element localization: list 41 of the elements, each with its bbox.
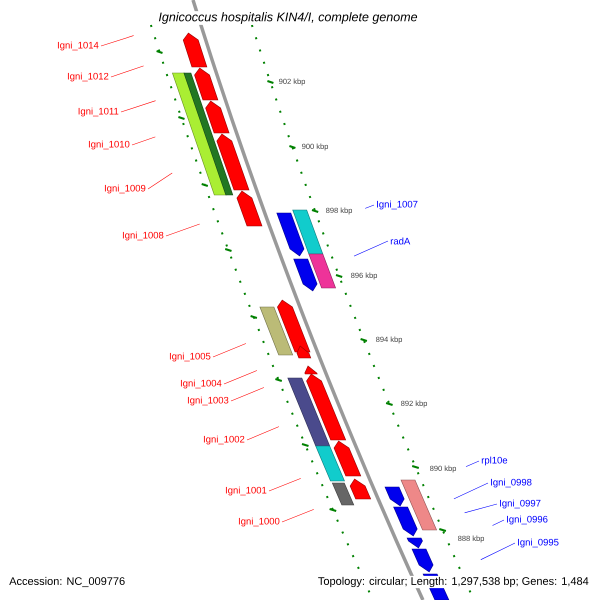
gene-label: Igni_0995 xyxy=(518,538,559,548)
leader-line xyxy=(120,100,156,112)
leader-line xyxy=(246,426,280,440)
leader-line xyxy=(110,66,144,78)
gene-label: Igni_1001 xyxy=(226,486,266,496)
leader-line xyxy=(230,387,264,402)
leader-line xyxy=(224,370,258,384)
gene-label: Igni_1012 xyxy=(68,72,108,82)
leader-line xyxy=(454,482,488,500)
gene-label: rpl10e xyxy=(482,456,508,466)
leader-line xyxy=(268,478,302,492)
leader-line xyxy=(464,504,498,514)
gene-label: Igni_1004 xyxy=(180,380,222,388)
leader-line xyxy=(480,542,516,560)
leader-line xyxy=(354,240,388,256)
gene-label: Igni_1005 xyxy=(170,352,210,362)
gene-label: radA xyxy=(390,238,410,244)
leader-line xyxy=(364,204,374,209)
leader-line xyxy=(466,460,480,467)
gene-label: Igni_0998 xyxy=(491,478,532,488)
accession-text: Accession: NC_009776 xyxy=(9,576,126,588)
gene-label: Igni_1000 xyxy=(238,518,280,526)
title: Ignicoccus hospitalis KIN4/I, complete genome xyxy=(157,11,419,25)
leader-line xyxy=(212,343,246,358)
gene-label: Igni_1008 xyxy=(122,232,164,240)
gene-label: Igni_1002 xyxy=(204,436,244,444)
gene-label: Igni_1009 xyxy=(104,184,146,194)
leader-line xyxy=(148,172,172,190)
leader-line xyxy=(100,35,134,46)
leader-line xyxy=(166,224,200,236)
gene-label: Igni_1007 xyxy=(377,200,418,210)
leader-line xyxy=(492,520,504,526)
leader-line xyxy=(282,509,314,522)
gene-label: Igni_0996 xyxy=(507,516,548,524)
gene-label: Igni_1011 xyxy=(78,108,118,116)
gene-label: Igni_1014 xyxy=(58,42,98,50)
gene-label: Igni_1003 xyxy=(188,396,228,406)
gene-label: Igni_1010 xyxy=(88,140,130,150)
gene-label: Igni_0997 xyxy=(500,500,540,508)
leader-line xyxy=(132,136,156,146)
genome-info-text: Topology: circular; Length: 1,297,538 bp; Genes: 1,484 xyxy=(316,576,590,588)
